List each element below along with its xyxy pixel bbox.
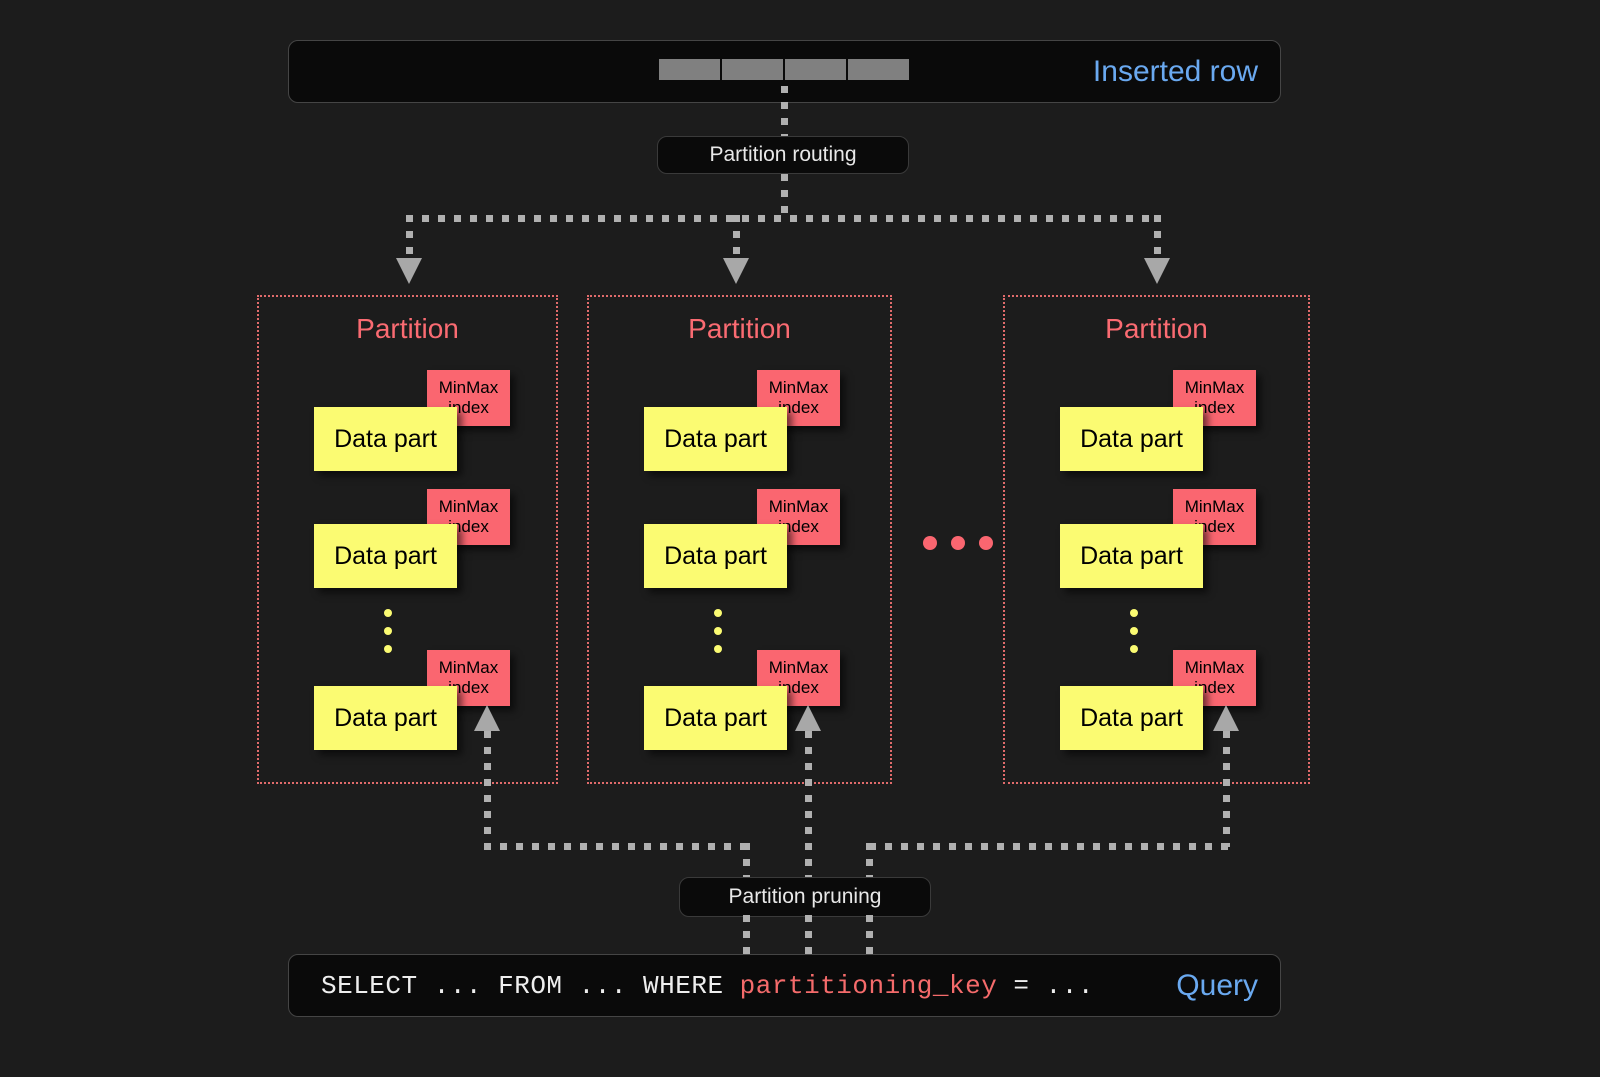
- minmax-index-label-line2: index: [778, 517, 819, 536]
- minmax-index-label-line1: MinMax: [438, 378, 499, 398]
- connector-insert-to-routing: [781, 86, 788, 136]
- data-parts-ellipsis: [384, 609, 392, 653]
- inserted-row-cells: [659, 59, 909, 80]
- ellipsis-dot: [951, 536, 965, 550]
- arrow-pruning-to-partition-2: [795, 705, 821, 731]
- connector-routing-leg-2: [733, 215, 740, 263]
- data-part-box: Data part: [314, 686, 457, 750]
- minmax-index-label-line2: index: [778, 398, 819, 417]
- data-parts-ellipsis: [1130, 609, 1138, 653]
- inserted-row-bar: Inserted row: [288, 40, 1281, 103]
- data-part-box: Data part: [1060, 407, 1203, 471]
- data-part-box: Data part: [644, 686, 787, 750]
- data-part-box: Data part: [644, 407, 787, 471]
- data-part-box: Data part: [1060, 686, 1203, 750]
- partition-box-3: Partition MinMax index Data part MinMax …: [1003, 295, 1310, 784]
- connector-pruning-riser-right: [866, 843, 873, 881]
- ellipsis-dot: [384, 609, 392, 617]
- partitions-ellipsis: [923, 536, 993, 550]
- minmax-index-label-line2: index: [1194, 678, 1235, 697]
- ellipsis-dot: [384, 645, 392, 653]
- minmax-index-label-line1: MinMax: [438, 658, 499, 678]
- connector-routing-leg-1: [406, 215, 413, 263]
- row-cell: [722, 59, 783, 80]
- minmax-index-label-line1: MinMax: [1184, 497, 1245, 517]
- minmax-index-label-line1: MinMax: [768, 378, 829, 398]
- inserted-row-label: Inserted row: [1092, 54, 1258, 88]
- partition-box-1: Partition MinMax index Data part MinMax …: [257, 295, 558, 784]
- query-suffix: = ...: [997, 970, 1094, 1001]
- arrow-routing-to-partition-3: [1144, 258, 1170, 284]
- query-prefix: SELECT ... FROM ... WHERE: [321, 970, 740, 1001]
- connector-pruning-riser-left: [743, 843, 750, 881]
- partition-routing-label: Partition routing: [709, 143, 857, 166]
- query-partitioning-key: partitioning_key: [739, 970, 998, 1001]
- partition-title: Partition: [356, 313, 459, 344]
- partition-title: Partition: [688, 313, 791, 344]
- partition-box-2: Partition MinMax index Data part MinMax …: [587, 295, 892, 784]
- minmax-index-label-line1: MinMax: [768, 658, 829, 678]
- query-bar: SELECT ... FROM ... WHERE partitioning_k…: [288, 954, 1281, 1017]
- partition-title: Partition: [1105, 313, 1208, 344]
- ellipsis-dot: [714, 609, 722, 617]
- connector-routing-leg-3: [1154, 215, 1161, 263]
- data-part-box: Data part: [314, 524, 457, 588]
- partition-pruning-label: Partition pruning: [728, 885, 882, 908]
- data-parts-ellipsis: [714, 609, 722, 653]
- minmax-index-label-line2: index: [1194, 517, 1235, 536]
- minmax-index-label-line2: index: [448, 517, 489, 536]
- partition-pruning-box[interactable]: Partition pruning: [679, 877, 931, 917]
- minmax-index-label-line1: MinMax: [768, 497, 829, 517]
- minmax-index-label-line2: index: [778, 678, 819, 697]
- row-cell: [848, 59, 909, 80]
- connector-pruning-leg-3: [1223, 731, 1230, 847]
- connector-routing-bus: [406, 215, 1161, 222]
- row-cell: [785, 59, 846, 80]
- minmax-index-label-line2: index: [1194, 398, 1235, 417]
- arrow-routing-to-partition-2: [723, 258, 749, 284]
- minmax-index-label-line2: index: [448, 398, 489, 417]
- arrow-pruning-to-partition-1: [474, 705, 500, 731]
- connector-pruning-leg-1: [484, 731, 491, 847]
- ellipsis-dot: [1130, 627, 1138, 635]
- query-sql-text: SELECT ... FROM ... WHERE partitioning_k…: [321, 971, 1094, 1001]
- connector-routing-down: [781, 174, 788, 219]
- data-part-box: Data part: [644, 524, 787, 588]
- data-part-box: Data part: [1060, 524, 1203, 588]
- minmax-index-label-line1: MinMax: [1184, 658, 1245, 678]
- minmax-index-label-line1: MinMax: [438, 497, 499, 517]
- arrow-pruning-to-partition-3: [1213, 705, 1239, 731]
- connector-query-to-pruning-2: [805, 915, 812, 957]
- data-part-box: Data part: [314, 407, 457, 471]
- minmax-index-label-line1: MinMax: [1184, 378, 1245, 398]
- ellipsis-dot: [923, 536, 937, 550]
- connector-pruning-bus-left: [484, 843, 750, 850]
- partition-routing-box[interactable]: Partition routing: [657, 136, 909, 174]
- query-label: Query: [1176, 968, 1258, 1002]
- ellipsis-dot: [979, 536, 993, 550]
- connector-query-to-pruning-1: [743, 915, 750, 957]
- ellipsis-dot: [384, 627, 392, 635]
- connector-query-to-pruning-3: [866, 915, 873, 957]
- ellipsis-dot: [1130, 645, 1138, 653]
- ellipsis-dot: [1130, 609, 1138, 617]
- row-cell: [659, 59, 720, 80]
- connector-pruning-bus-right: [869, 843, 1230, 850]
- ellipsis-dot: [714, 645, 722, 653]
- connector-pruning-leg-2: [805, 731, 812, 881]
- ellipsis-dot: [714, 627, 722, 635]
- minmax-index-label-line2: index: [448, 678, 489, 697]
- arrow-routing-to-partition-1: [396, 258, 422, 284]
